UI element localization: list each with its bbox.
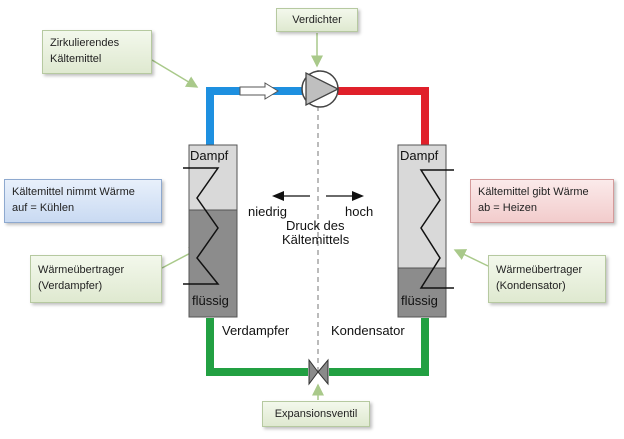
compressor-triangle [305, 71, 340, 107]
condenser-coil [419, 169, 454, 289]
callout-zirkulierendes-kaeltemittel: Zirkulierendes Kältemittel [42, 30, 152, 74]
pipe-high-pressure-vapor [338, 87, 429, 148]
callout-expansionsventil: Expansionsventil [262, 401, 370, 427]
expansion-valve-icon [308, 358, 319, 386]
druck-line1: Druck des [286, 218, 345, 233]
leader-wt-right [453, 249, 489, 267]
callout-kaeltemittel-gibt-waerme: Kältemittel gibt Wärme ab = Heizen [470, 179, 614, 223]
zirkulierend-line2: Kältemittel [50, 53, 102, 65]
evaporator-coil [183, 167, 220, 285]
kondensator-label: Kondensator [331, 323, 405, 338]
verdichter-label: Verdichter [292, 14, 342, 26]
callout-verdichter: Verdichter [276, 8, 358, 32]
pipe-liquid-right [329, 318, 429, 376]
wt-left-line2: (Verdampfer) [38, 280, 103, 292]
dampf-right-label: Dampf [400, 148, 439, 163]
callout-kaeltemittel-nimmt-waerme: Kältemittel nimmt Wärme auf = Kühlen [4, 179, 162, 223]
niedrig-label: niedrig [248, 204, 288, 219]
gibt-line2: ab = Heizen [478, 202, 538, 214]
pipe-liquid-left [206, 318, 308, 376]
low-pressure-arrow-head [272, 191, 284, 201]
flow-direction-arrow [239, 82, 279, 100]
condenser-vapor-zone [397, 144, 447, 269]
callout-waermeuebertrager-verdampfer: Wärmeübertrager (Verdampfer) [30, 255, 162, 303]
druck-line2: Kältemittels [282, 232, 350, 247]
expansion-valve-icon-right [317, 358, 329, 386]
dampf-left-label: Dampf [190, 148, 229, 163]
leader-zirkulierend [151, 59, 199, 88]
pipe-low-pressure-vapor [206, 87, 305, 148]
fluessig-left-label: flüssig [192, 293, 229, 308]
gibt-line1: Kältemittel gibt Wärme [478, 186, 589, 198]
zirkulierend-line1: Zirkulierendes [50, 37, 120, 49]
condenser-liquid-zone [397, 267, 447, 318]
wt-left-line1: Wärmeübertrager [38, 264, 125, 276]
hoch-label: hoch [345, 204, 374, 219]
verdampfer-label: Verdampfer [222, 323, 290, 338]
fluessig-right-label: flüssig [401, 293, 438, 308]
wt-right-line1: Wärmeübertrager [496, 264, 583, 276]
evaporator-liquid-zone [188, 209, 238, 318]
wt-right-line2: (Kondensator) [496, 280, 566, 292]
nimmt-line1: Kältemittel nimmt Wärme [12, 186, 135, 198]
high-pressure-arrow-head [352, 191, 364, 201]
callout-waermeuebertrager-kondensator: Wärmeübertrager (Kondensator) [488, 255, 606, 303]
expansionsventil-label: Expansionsventil [274, 408, 358, 420]
nimmt-line2: auf = Kühlen [12, 202, 75, 214]
